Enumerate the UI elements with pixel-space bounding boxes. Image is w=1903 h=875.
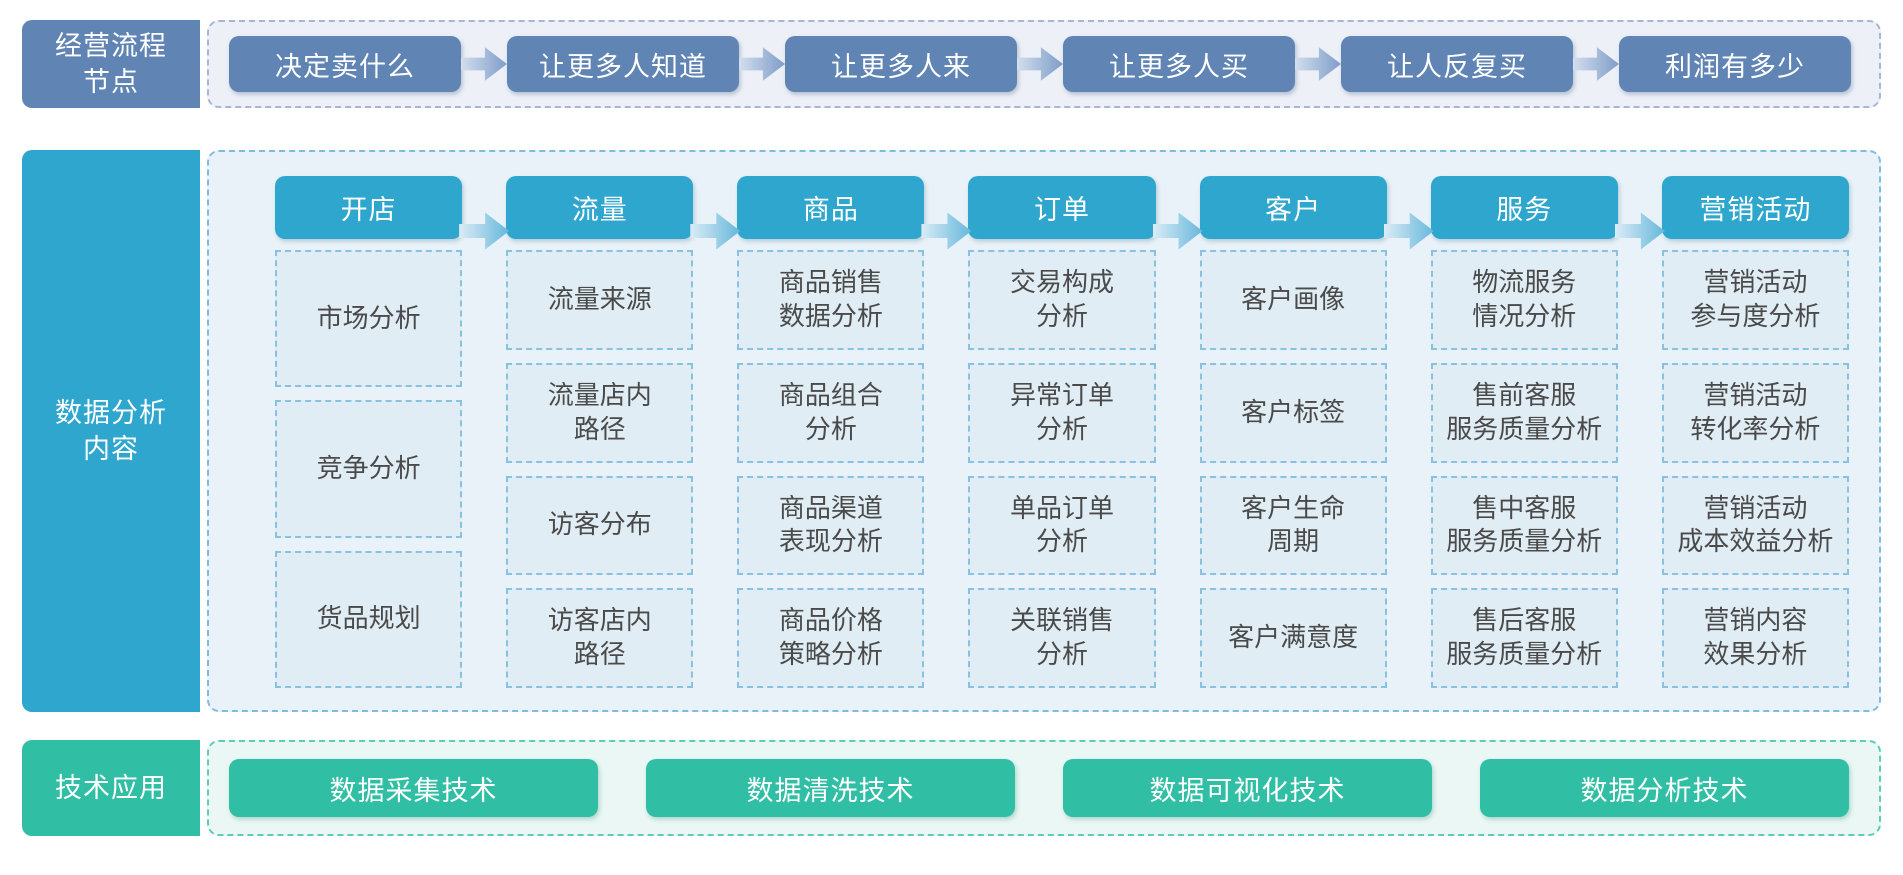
process-step: 让更多人知道 [507,36,739,92]
analysis-grid-container: 开店 市场分析 竞争分析 货品规划 流量 流量来源 流量店内 路径 访客分布 访… [207,150,1881,712]
arrow-right-icon [1614,212,1665,250]
analysis-item: 异常订单 分析 [968,362,1156,463]
analysis-item: 营销活动 参与度分析 [1661,250,1849,350]
analysis-item: 市场分析 [275,250,463,388]
analysis-item: 单品订单 分析 [968,475,1156,576]
analysis-item: 流量来源 [506,250,694,350]
analysis-band-label: 数据分析 内容 [22,150,200,712]
analysis-item: 售中客服 服务质量分析 [1430,475,1618,576]
tech-box: 数据可视化技术 [1063,759,1432,817]
analysis-item: 售前客服 服务质量分析 [1430,362,1618,463]
column-header: 营销活动 [1661,176,1849,239]
analysis-item: 客户满意度 [1199,588,1387,688]
analysis-item: 商品组合 分析 [737,362,925,463]
arrow-right-icon [690,212,741,250]
column-header: 商品 [737,176,925,239]
arrow-right-icon [1573,47,1619,81]
arrow-right-icon [459,212,510,250]
analysis-column-kehu: 客户 客户画像 客户标签 客户生命 周期 客户满意度 [1199,176,1387,688]
tech-container: 数据采集技术 数据清洗技术 数据可视化技术 数据分析技术 [207,740,1881,836]
analysis-item: 营销内容 效果分析 [1661,588,1849,688]
arrow-right-icon [1295,47,1341,81]
analysis-item: 售后客服 服务质量分析 [1430,588,1618,688]
analysis-item: 营销活动 转化率分析 [1661,362,1849,463]
arrow-right-icon [461,47,507,81]
analysis-column-fuwu: 服务 物流服务 情况分析 售前客服 服务质量分析 售中客服 服务质量分析 售后客… [1430,176,1618,688]
tech-box: 数据清洗技术 [646,759,1015,817]
analysis-item: 客户生命 周期 [1199,475,1387,576]
analysis-column-dingdan: 订单 交易构成 分析 异常订单 分析 单品订单 分析 关联销售 分析 [968,176,1156,688]
analysis-column-kaidian: 开店 市场分析 竞争分析 货品规划 [275,176,463,688]
process-step: 让更多人买 [1063,36,1295,92]
column-header: 订单 [968,176,1156,239]
process-step: 决定卖什么 [229,36,461,92]
process-flow-container: 决定卖什么 让更多人知道 让更多人来 让更多人买 让人反复买 利润有多少 [207,20,1881,108]
analysis-item: 物流服务 情况分析 [1430,250,1618,350]
analysis-item: 营销活动 成本效益分析 [1661,475,1849,576]
tech-band: 技术应用 数据采集技术 数据清洗技术 数据可视化技术 数据分析技术 [22,740,1881,836]
column-header: 客户 [1199,176,1387,239]
analysis-item: 关联销售 分析 [968,588,1156,688]
tech-band-label: 技术应用 [22,740,200,836]
arrow-right-icon [1152,212,1203,250]
tech-box: 数据采集技术 [229,759,598,817]
analysis-item: 访客分布 [506,475,694,576]
analysis-item: 货品规划 [275,550,463,688]
analysis-item: 商品价格 策略分析 [737,588,925,688]
column-header: 流量 [506,176,694,239]
analysis-item: 竞争分析 [275,400,463,538]
analysis-column-shangpin: 商品 商品销售 数据分析 商品组合 分析 商品渠道 表现分析 商品价格 策略分析 [737,176,925,688]
analysis-band: 数据分析 内容 开店 市场分析 竞争分析 货品规划 流量 流量来源 流量店内 路… [22,150,1881,712]
analysis-item: 商品渠道 表现分析 [737,475,925,576]
analysis-column-liuliang: 流量 流量来源 流量店内 路径 访客分布 访客店内 路径 [506,176,694,688]
process-step: 利润有多少 [1619,36,1851,92]
analysis-item: 流量店内 路径 [506,362,694,463]
analysis-item: 访客店内 路径 [506,588,694,688]
analysis-item: 商品销售 数据分析 [737,250,925,350]
process-step: 让人反复买 [1341,36,1573,92]
analysis-item: 客户标签 [1199,362,1387,463]
process-band-label: 经营流程 节点 [22,20,200,108]
process-band: 经营流程 节点 决定卖什么 让更多人知道 让更多人来 让更多人买 让人反复买 利… [22,20,1881,108]
analysis-column-yingxiao: 营销活动 营销活动 参与度分析 营销活动 转化率分析 营销活动 成本效益分析 营… [1661,176,1849,688]
column-header: 服务 [1430,176,1618,239]
process-step: 让更多人来 [785,36,1017,92]
column-header: 开店 [275,176,463,239]
analysis-item: 客户画像 [1199,250,1387,350]
arrow-right-icon [921,212,972,250]
tech-box: 数据分析技术 [1480,759,1849,817]
analysis-item: 交易构成 分析 [968,250,1156,350]
arrow-right-icon [739,47,785,81]
arrow-right-icon [1383,212,1434,250]
arrow-right-icon [1017,47,1063,81]
